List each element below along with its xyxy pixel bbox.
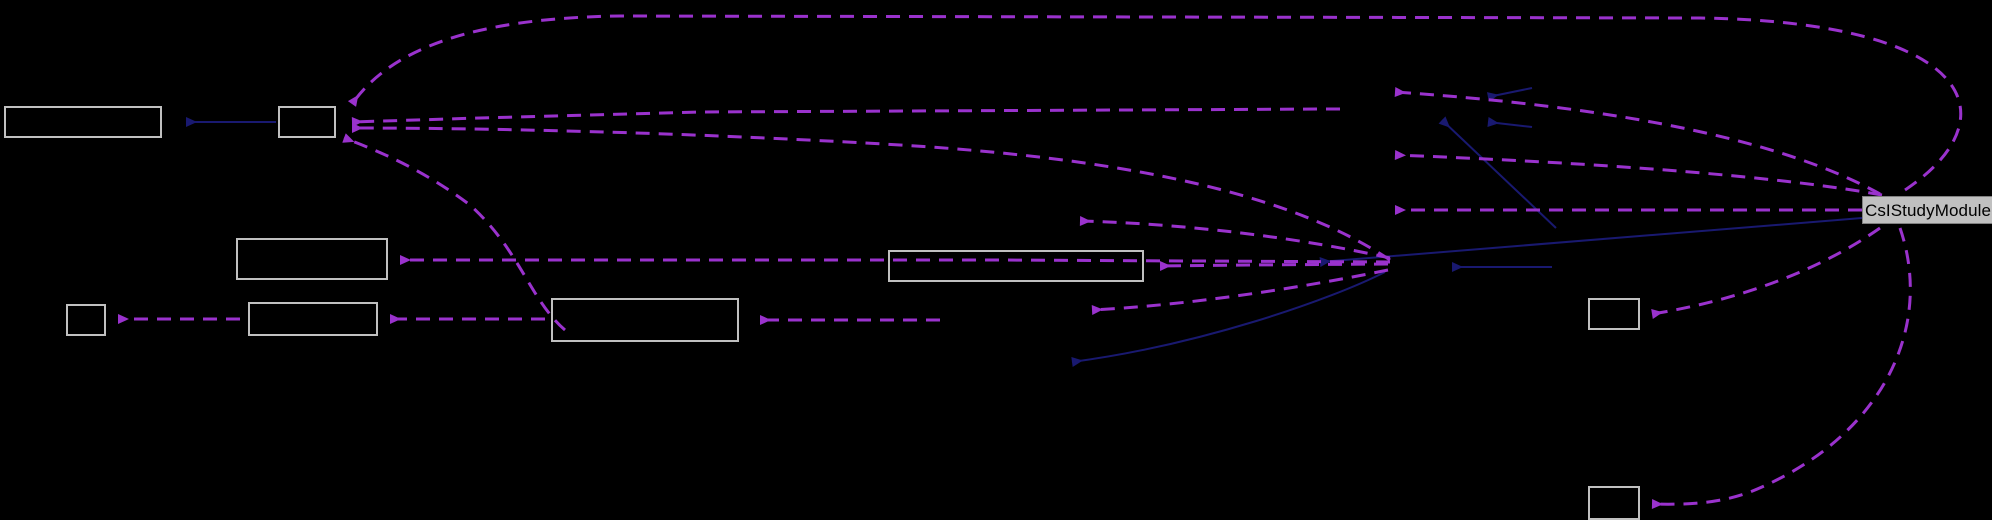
node-box[interactable] — [1588, 486, 1640, 520]
edge-solid-hub-curve — [1071, 271, 1386, 367]
edge-solid-module-down — [1319, 217, 1863, 267]
edge-dashed-module-up1 — [1394, 87, 1881, 196]
edge-solid-diagonal — [1438, 116, 1557, 229]
node-box[interactable] — [888, 250, 1144, 282]
edge-dashed-hub-fan-up — [1079, 216, 1391, 260]
edge-dashed-hub-to-n1 — [351, 123, 1391, 262]
edge-dashed-module-to-n8 — [1651, 227, 1912, 509]
edge-solid-stub-1 — [1486, 87, 1533, 102]
edge-dashed-hub-fan-down — [1091, 268, 1389, 315]
node-csistudymodule-label: CsIStudyModule — [1864, 200, 1992, 220]
node-box[interactable] — [278, 106, 336, 138]
edge-dashed-down-to-n1 — [342, 133, 566, 332]
edge-solid-stub-2 — [1487, 117, 1533, 128]
node-csistudymodule[interactable]: CsIStudyModule — [1862, 196, 1992, 224]
edge-dashed-hub-to-n2 — [400, 255, 1391, 265]
edge-dashed-module-to-n7 — [1651, 226, 1881, 319]
dashed-purple-edges — [118, 14, 1963, 509]
node-box[interactable] — [236, 238, 388, 280]
node-box[interactable] — [4, 106, 162, 138]
edge-dashed-top-arc — [347, 14, 1963, 192]
node-box[interactable] — [1588, 298, 1640, 330]
node-box[interactable] — [248, 302, 378, 336]
node-box[interactable] — [551, 298, 739, 342]
edge-dashed-hub-to-n6 — [1159, 261, 1389, 271]
node-box[interactable] — [66, 304, 106, 336]
edge-dashed-mid-top — [351, 107, 1340, 127]
